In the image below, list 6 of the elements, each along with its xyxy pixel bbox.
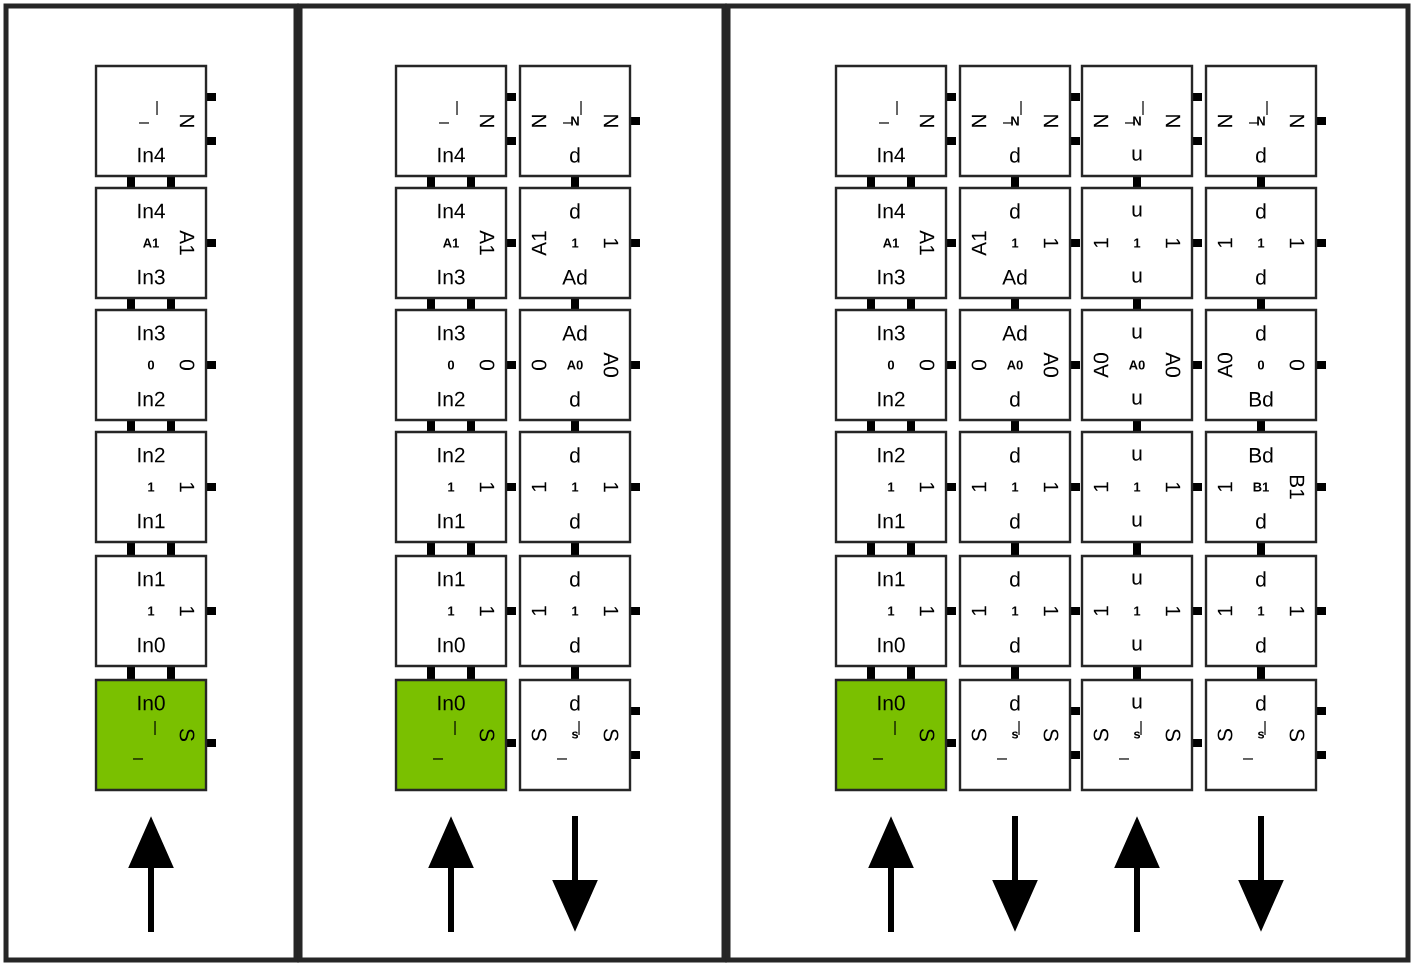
- tile: N In4: [94, 64, 208, 178]
- tile: In0 S: [834, 678, 948, 792]
- tile: In0 S: [394, 678, 508, 792]
- tile: N In4: [394, 64, 508, 178]
- tile: N In4: [834, 64, 948, 178]
- tile: In0 S: [94, 678, 208, 792]
